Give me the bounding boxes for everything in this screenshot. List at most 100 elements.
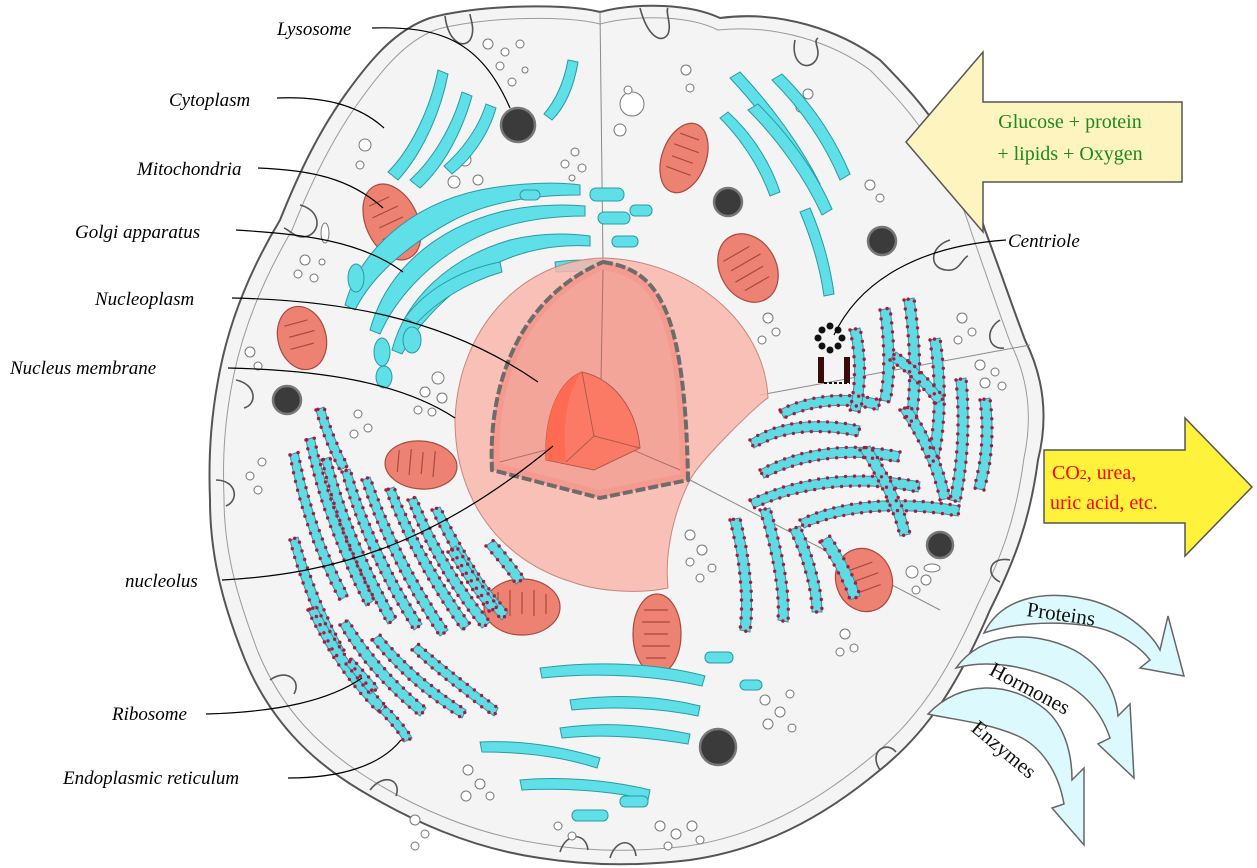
ribosome-dot [459, 689, 462, 692]
ribosome-dot [381, 591, 384, 594]
ribosome-dot [323, 508, 326, 511]
ribosome-dot [365, 514, 368, 517]
ribosome-dot [818, 589, 821, 592]
ribosome-dot [387, 523, 390, 526]
ribosome-dot [314, 625, 317, 628]
ribosome-dot [507, 572, 510, 575]
ribosome-dot [484, 544, 487, 547]
ribosome-dot [337, 467, 340, 470]
ribosome-dot [770, 552, 773, 555]
ribosome-dot [885, 472, 888, 475]
ribosome-dot [818, 448, 821, 451]
ribosome-dot [956, 396, 959, 399]
ribosome-dot [360, 572, 363, 575]
ribosome-dot [798, 518, 801, 521]
ribosome-dot [801, 409, 804, 412]
ribosome-dot [940, 349, 943, 352]
ribosome-dot [806, 579, 809, 582]
ribosome-dot [758, 443, 761, 446]
ribosome-dot [353, 646, 356, 649]
ribosome-dot [926, 377, 929, 380]
ribosome-dot [494, 712, 497, 715]
ribosome-dot [353, 667, 356, 670]
ribosome-dot [396, 731, 399, 734]
ribosome-dot [980, 434, 983, 437]
ribosome-dot [406, 498, 409, 501]
ribosome-dot [326, 573, 329, 576]
ribosome-dot [942, 472, 945, 475]
ribosome-dot [902, 534, 905, 537]
ribosome-dot [487, 699, 490, 702]
output-arrow: CO2, urea, uric acid, etc. [1044, 418, 1252, 556]
ribosome-dot [808, 479, 811, 482]
ribosome-dot [858, 484, 861, 487]
ribosome-dot [810, 554, 813, 557]
ribosome-dot [359, 674, 362, 677]
ribosome-dot [947, 489, 950, 492]
ribosome-dot [982, 488, 985, 491]
ribosome-dot [956, 432, 959, 435]
ribosome-dot [769, 510, 772, 513]
ribosome-dot [989, 399, 992, 402]
ribosome-dot [475, 587, 478, 590]
ribosome-dot [342, 648, 345, 651]
ribosome-dot [880, 458, 883, 461]
ribosome-dot [444, 625, 447, 628]
ribosome-dot [338, 519, 341, 522]
ribosome-dot [402, 686, 405, 689]
ribosome-dot [298, 497, 301, 500]
ribosome-dot [497, 544, 500, 547]
ribosome-dot [877, 500, 880, 503]
ribosome-dot [889, 476, 892, 479]
ribosome-dot [403, 660, 406, 663]
ribosome-dot [447, 540, 450, 543]
ribosome-dot [452, 683, 455, 686]
ribosome-dot [361, 551, 364, 554]
ribosome-dot [982, 398, 985, 401]
ribosome-dot [778, 496, 781, 499]
ribosome-dot [944, 480, 947, 483]
ribosome-dot [768, 543, 771, 546]
ribosome-dot [978, 461, 981, 464]
ribosome-dot [943, 394, 946, 397]
ribosome-dot [424, 649, 427, 652]
ribosome-dot [348, 639, 351, 642]
ribosome-dot [329, 425, 332, 428]
ribosome-dot [394, 693, 397, 696]
ribosome-dot [423, 570, 426, 573]
ribosome-dot [794, 526, 797, 529]
ribosome-dot [426, 616, 429, 619]
ribosome-dot [777, 614, 780, 617]
ribosome-dot [839, 394, 842, 397]
ribosome-dot [838, 549, 841, 552]
ribosome-dot [402, 724, 405, 727]
ribosome-dot [417, 523, 420, 526]
ribosome-dot [470, 579, 473, 582]
ribosome-dot [857, 590, 860, 593]
ribosome-dot [336, 483, 339, 486]
ribosome-dot [348, 496, 351, 499]
ribosome-dot [864, 405, 867, 408]
ribosome-dot [774, 578, 777, 581]
ribosome-dot [417, 643, 420, 646]
ribosome-dot [322, 458, 325, 461]
ribosome-dot [828, 535, 831, 538]
ribosome-dot [315, 548, 318, 551]
label-lysosome: Lysosome [276, 19, 351, 40]
ribosome-dot [913, 499, 916, 502]
ribosome-dot [305, 590, 308, 593]
ribosome-dot [360, 478, 363, 481]
ribosome-dot [452, 700, 455, 703]
ribosome-dot [332, 433, 335, 436]
ribosome-dot [820, 607, 823, 610]
ribosome-dot [855, 404, 858, 407]
ribosome-dot [385, 717, 388, 720]
ribosome-dot [988, 462, 991, 465]
ribosome-dot [791, 465, 794, 468]
ribosome-dot [848, 596, 851, 599]
ribosome-dot [876, 456, 879, 459]
ribosome-dot [980, 416, 983, 419]
ribosome-dot [940, 438, 943, 441]
ribosome-dot [446, 550, 449, 553]
ribosome-dot [835, 475, 838, 478]
